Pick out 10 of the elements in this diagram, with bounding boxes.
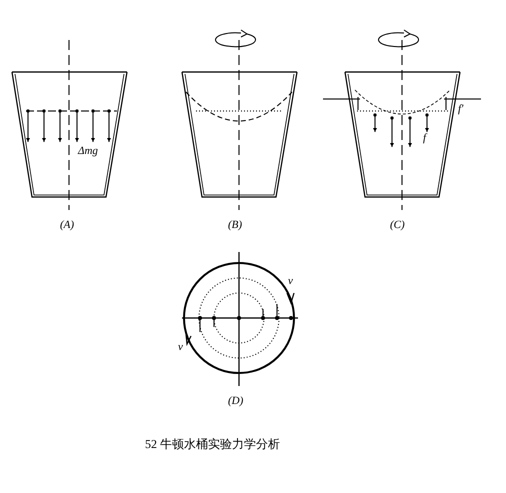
figure-label: (D) [228,396,244,407]
figure-label: v [288,276,293,287]
figure-label: (C) [390,220,405,231]
caption: 52 牛顿水桶实验力学分析 [145,438,280,450]
figure-label: (A) [60,220,74,231]
figure-label: Δmg [78,146,98,157]
figure-label: f′ [458,104,464,115]
figure-label: f [423,133,426,144]
figure-label: v [178,342,183,353]
figure-label: (B) [228,220,242,231]
